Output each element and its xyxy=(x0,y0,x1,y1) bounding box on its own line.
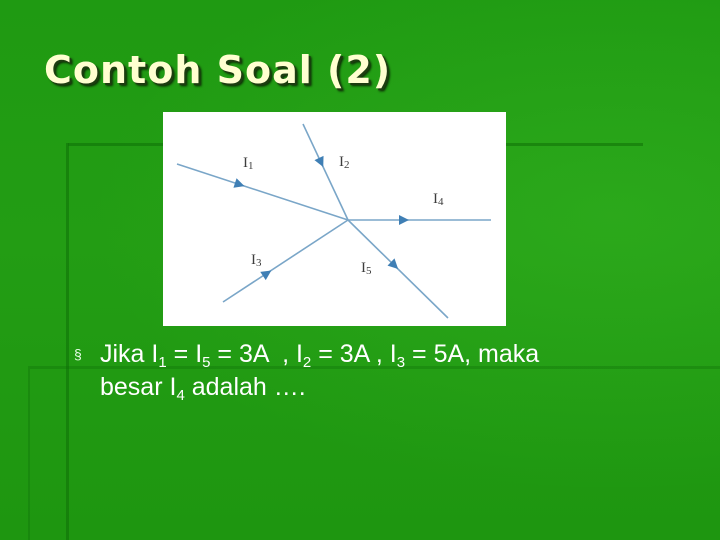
arrow-i4 xyxy=(399,215,409,225)
question-bullet: § Jika I1 = I5 = 3A , I2 = 3A , I3 = 5A,… xyxy=(74,338,694,404)
wire-i2 xyxy=(302,123,349,221)
decorative-line xyxy=(30,366,720,369)
question-line-1: Jika I1 = I5 = 3A , I2 = 3A , I3 = 5A, m… xyxy=(100,340,540,371)
bullet-icon: § xyxy=(74,346,82,362)
wire-i5 xyxy=(347,219,449,319)
label-i1: I1 xyxy=(243,155,254,172)
question-line-2: besar I4 adalah …. xyxy=(100,373,306,404)
label-i2: I2 xyxy=(339,154,350,171)
label-i4: I4 xyxy=(433,191,444,208)
question-text: Jika I1 = I5 = 3A , I2 = 3A , I3 = 5A, m… xyxy=(100,338,694,404)
decorative-line xyxy=(66,143,69,540)
label-i5: I5 xyxy=(361,260,372,277)
current-junction-diagram: I1 I2 I3 I4 I5 xyxy=(163,112,506,326)
arrow-i2 xyxy=(314,155,324,168)
junction-svg: I1 I2 I3 I4 I5 xyxy=(176,123,491,319)
wire-i3 xyxy=(222,219,349,303)
label-i3: I3 xyxy=(251,252,262,269)
arrow-i1 xyxy=(233,178,245,188)
wire-i1 xyxy=(176,163,349,221)
slide-title: Contoh Soal (2) xyxy=(44,48,392,92)
decorative-line xyxy=(28,366,30,540)
arrow-i5 xyxy=(387,258,399,269)
arrow-i3 xyxy=(260,270,272,281)
